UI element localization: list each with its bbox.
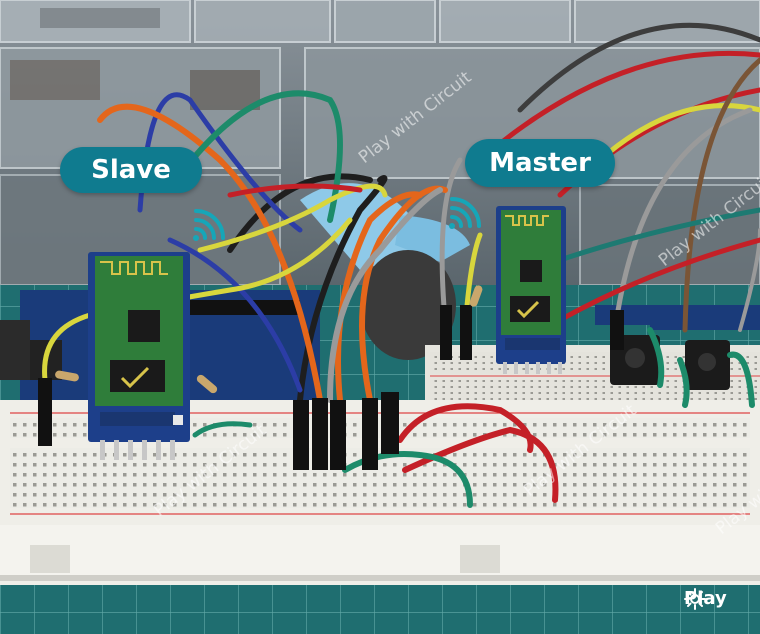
jumper-headers	[38, 305, 624, 470]
master-label: Master	[465, 139, 615, 187]
brand-mark: Play	[684, 588, 727, 610]
bluetooth-signal-icon	[449, 197, 481, 229]
master-bluetooth-module	[496, 206, 566, 374]
slave-label: Slave	[60, 147, 202, 193]
resistors	[55, 285, 483, 394]
bluetooth-signal-icon	[193, 209, 225, 241]
circuit-logo-icon	[684, 588, 706, 610]
slave-bluetooth-module	[88, 252, 190, 460]
